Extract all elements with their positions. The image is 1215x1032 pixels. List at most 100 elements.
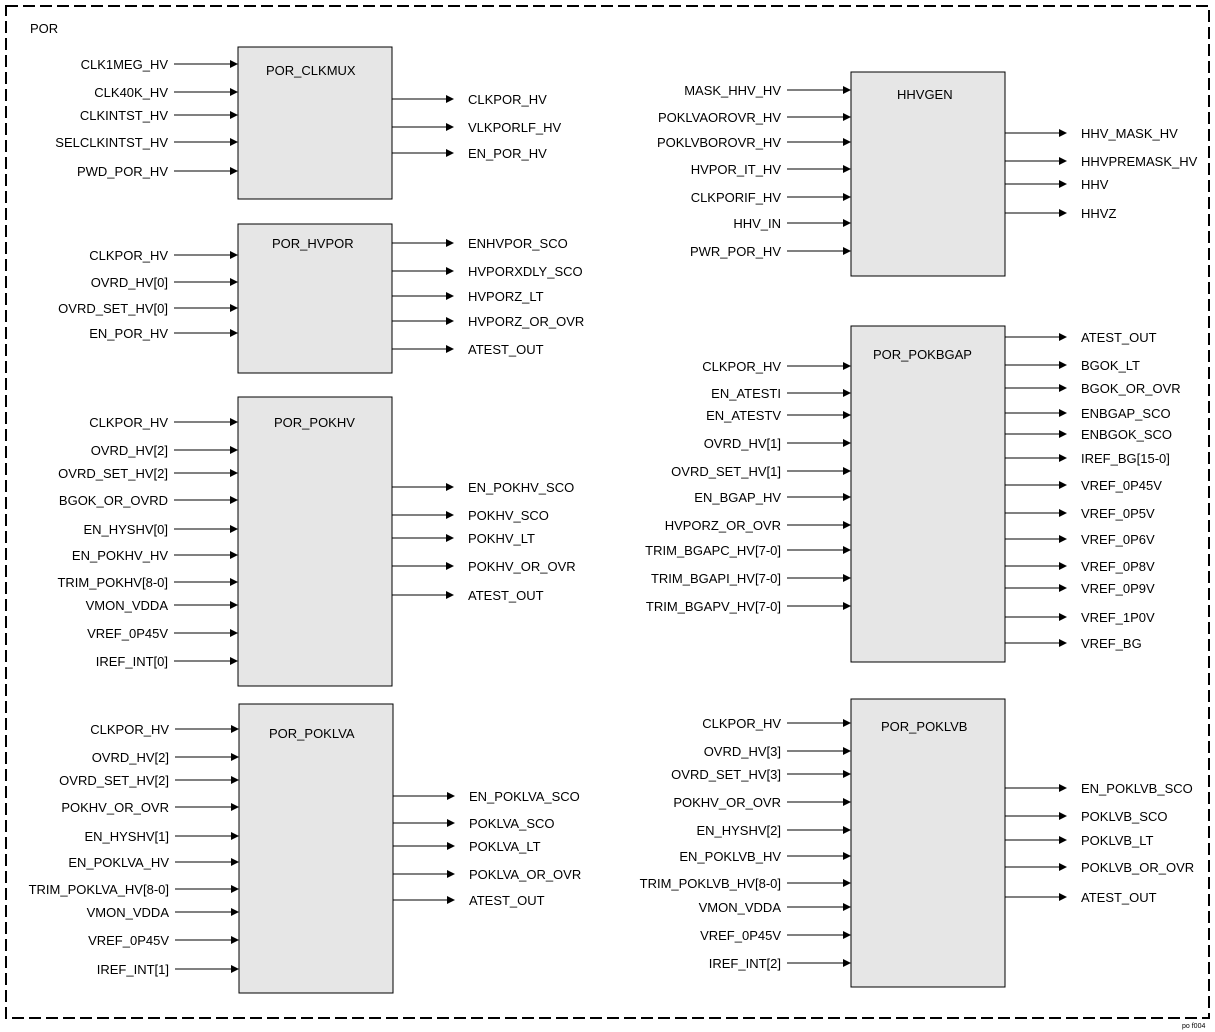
hhvgen-input-label: POKLVAOROVR_HV [658,110,781,125]
por-poklva-output-label: POKLVA_LT [469,839,541,854]
por-poklva-input-arrowhead [231,858,239,866]
por-poklvb-output-arrowhead [1059,863,1067,871]
por-clkmux-input-label: SELCLKINTST_HV [55,135,168,150]
por-pokbgap-output-label: VREF_1P0V [1081,610,1155,625]
por-pokbgap-input-label: OVRD_SET_HV[1] [671,464,781,479]
por-pokbgap-output-arrowhead [1059,639,1067,647]
hhvgen-input-label: POKLVBOROVR_HV [657,135,781,150]
hhvgen-input-label: HVPOR_IT_HV [691,162,782,177]
hhvgen-input-arrowhead [843,113,851,121]
por-poklva-input-label: EN_HYSHV[1] [84,829,169,844]
por-pokbgap-input-arrowhead [843,411,851,419]
por-clkmux-input-label: CLK1MEG_HV [81,57,169,72]
por-pokbgap-output-label: ENBGOK_SCO [1081,427,1172,442]
por-pokbgap-output-label: VREF_0P5V [1081,506,1155,521]
por-hvpor-output-label: ATEST_OUT [468,342,544,357]
por-pokhv-input-label: VMON_VDDA [86,598,169,613]
por-pokbgap-output-label: BGOK_LT [1081,358,1140,373]
por-hvpor-input-label: OVRD_HV[0] [91,275,168,290]
por-hvpor-input-label: EN_POR_HV [89,326,168,341]
por-hvpor-input-label: OVRD_SET_HV[0] [58,301,168,316]
por-pokbgap-input-arrowhead [843,493,851,501]
por-pokbgap-output-arrowhead [1059,613,1067,621]
por-poklvb-output-label: POKLVB_OR_OVR [1081,860,1194,875]
por-pokbgap-input-label: EN_ATESTV [706,408,781,423]
por-poklva-output-arrowhead [447,792,455,800]
por-poklva-output-label: EN_POKLVA_SCO [469,789,580,804]
por-poklvb-input-arrowhead [843,770,851,778]
por-poklvb-input-label: TRIM_POKLVB_HV[8-0] [640,876,781,891]
por-pokhv-input-arrowhead [230,418,238,426]
por-poklva-input-arrowhead [231,936,239,944]
por-poklvb-input-label: EN_POKLVB_HV [679,849,781,864]
por-hvpor-output-label: HVPORXDLY_SCO [468,264,583,279]
por-pokbgap-input-label: EN_ATESTI [711,386,781,401]
por-poklva-input-arrowhead [231,753,239,761]
por-clkmux-output-label: CLKPOR_HV [468,92,547,107]
por-frame [5,5,1210,1019]
por-clkmux-input-label: CLKINTST_HV [80,108,168,123]
por-pokbgap-input-label: TRIM_BGAPI_HV[7-0] [651,571,781,586]
por-pokbgap-group: POR_POKBGAPCLKPOR_HVEN_ATESTIEN_ATESTVOV… [645,325,1181,663]
por-hvpor-output-arrowhead [446,239,454,247]
hhvgen-group: HHVGENMASK_HHV_HVPOKLVAOROVR_HVPOKLVBORO… [657,71,1198,277]
por-pokhv-input-arrowhead [230,525,238,533]
por-clkmux-output-arrowhead [446,123,454,131]
por-poklva-title: POR_POKLVA [269,726,355,741]
por-poklva-output-arrowhead [447,819,455,827]
por-hvpor-group: POR_HVPORCLKPOR_HVOVRD_HV[0]OVRD_SET_HV[… [58,223,584,374]
hhvgen-output-arrowhead [1059,157,1067,165]
por-hvpor-block [237,223,393,374]
por-poklva-group: POR_POKLVACLKPOR_HVOVRD_HV[2]OVRD_SET_HV… [29,703,581,994]
por-pokbgap-output-label: VREF_0P45V [1081,478,1162,493]
por-poklva-output-arrowhead [447,870,455,878]
por-poklvb-input-arrowhead [843,903,851,911]
hhvgen-output-arrowhead [1059,129,1067,137]
por-pokbgap-output-label: ATEST_OUT [1081,330,1157,345]
por-pokbgap-input-label: HVPORZ_OR_OVR [665,518,781,533]
hhvgen-block [850,71,1006,277]
por-poklva-input-arrowhead [231,803,239,811]
por-poklva-input-arrowhead [231,725,239,733]
por-pokbgap-input-arrowhead [843,602,851,610]
hhvgen-title: HHVGEN [897,87,953,102]
por-poklva-input-label: VMON_VDDA [87,905,170,920]
por-pokbgap-input-label: TRIM_BGAPV_HV[7-0] [646,599,781,614]
hhvgen-output-label: HHV [1081,177,1109,192]
por-pokhv-input-arrowhead [230,629,238,637]
por-pokhv-input-arrowhead [230,578,238,586]
por-poklvb-input-arrowhead [843,959,851,967]
por-pokbgap-title: POR_POKBGAP [873,347,972,362]
por-pokbgap-input-arrowhead [843,467,851,475]
hhvgen-input-arrowhead [843,165,851,173]
por-poklvb-output-arrowhead [1059,893,1067,901]
por-pokhv-output-arrowhead [446,483,454,491]
por-poklva-input-label: TRIM_POKLVA_HV[8-0] [29,882,169,897]
por-poklva-input-label: CLKPOR_HV [90,722,169,737]
por-pokbgap-output-label: BGOK_OR_OVR [1081,381,1181,396]
por-clkmux-input-arrowhead [230,88,238,96]
por-poklvb-output-arrowhead [1059,784,1067,792]
por-poklvb-input-label: POKHV_OR_OVR [673,795,781,810]
por-pokbgap-output-arrowhead [1059,562,1067,570]
por-pokhv-output-arrowhead [446,511,454,519]
hhvgen-output-label: HHV_MASK_HV [1081,126,1178,141]
por-poklvb-output-arrowhead [1059,812,1067,820]
por-pokbgap-input-arrowhead [843,439,851,447]
por-poklvb-output-label: POKLVB_LT [1081,833,1154,848]
por-pokbgap-output-label: VREF_0P6V [1081,532,1155,547]
por-poklva-output-arrowhead [447,842,455,850]
por-pokbgap-input-arrowhead [843,574,851,582]
hhvgen-input-label: HHV_IN [733,216,781,231]
por-pokbgap-input-label: TRIM_BGAPC_HV[7-0] [645,543,781,558]
por-hvpor-input-arrowhead [230,304,238,312]
por-poklva-input-label: OVRD_SET_HV[2] [59,773,169,788]
por-poklva-input-arrowhead [231,832,239,840]
por-poklvb-input-label: VMON_VDDA [699,900,782,915]
por-poklvb-input-arrowhead [843,826,851,834]
por-clkmux-output-arrowhead [446,149,454,157]
hhvgen-input-label: PWR_POR_HV [690,244,781,259]
por-pokbgap-output-arrowhead [1059,535,1067,543]
por-poklvb-output-label: ATEST_OUT [1081,890,1157,905]
por-poklvb-input-arrowhead [843,747,851,755]
